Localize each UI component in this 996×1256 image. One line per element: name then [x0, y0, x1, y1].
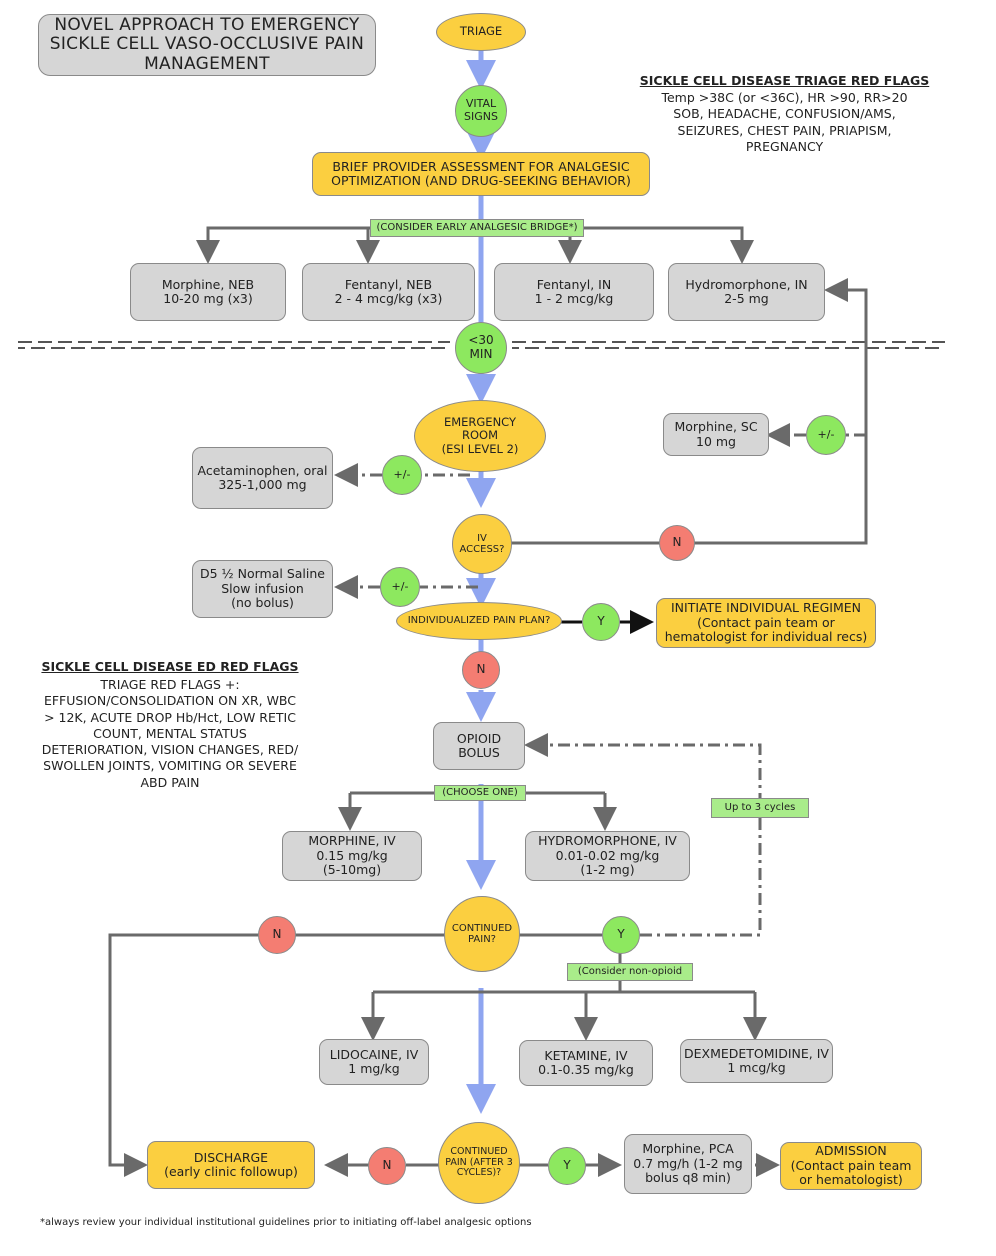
ed-flags-text: TRIAGE RED FLAGS +: EFFUSION/CONSOLIDATI… [41, 677, 299, 790]
acetaminophen-node: Acetaminophen, oral 325-1,000 mg [192, 447, 333, 509]
continued-pain-node: CONTINUED PAIN? [444, 896, 520, 972]
continued-pain-no: N [258, 916, 296, 954]
up-to-3-cycles-label: Up to 3 cycles [711, 798, 809, 818]
ed-flags-heading: SICKLE CELL DISEASE ED RED FLAGS [41, 659, 299, 674]
morphine-sc-node: Morphine, SC 10 mg [663, 413, 769, 456]
triage-flags-heading: SICKLE CELL DISEASE TRIAGE RED FLAGS [639, 73, 930, 88]
vital-signs-node: VITAL SIGNS [455, 85, 507, 137]
initiate-regimen-node: INITIATE INDIVIDUAL REGIMEN (Contact pai… [656, 598, 876, 648]
emergency-room-node: EMERGENCY ROOM (ESI LEVEL 2) [414, 400, 546, 472]
lidocaine-node: LIDOCAINE, IV 1 mg/kg [319, 1039, 429, 1085]
ipp-no: N [462, 651, 500, 689]
early-bridge-label: (CONSIDER EARLY ANALGESIC BRIDGE*) [370, 219, 584, 237]
connector-cycles-loop [524, 733, 762, 937]
dexmedetomidine-node: DEXMEDETOMIDINE, IV 1 mcg/kg [680, 1039, 833, 1083]
brief-assessment-node: BRIEF PROVIDER ASSESSMENT FOR ANALGESIC … [312, 152, 650, 196]
d5-saline-node: D5 ½ Normal Saline Slow infusion (no bol… [192, 560, 333, 618]
admission-node: ADMISSION (Contact pain team or hematolo… [780, 1142, 922, 1190]
continued-pain-3-yes: Y [548, 1147, 586, 1185]
opioid-bolus-node: OPIOID BOLUS [433, 722, 525, 770]
fentanyl-in-node: Fentanyl, IN 1 - 2 mcg/kg [494, 263, 654, 321]
individualized-pain-plan-node: INDIVIDUALIZED PAIN PLAN? [396, 602, 562, 640]
morphine-pca-node: Morphine, PCA 0.7 mg/h (1-2 mg bolus q8 … [624, 1134, 752, 1194]
triage-flags-text: Temp >38C (or <36C), HR >90, RR>20 SOB, … [661, 90, 908, 154]
morphine-iv-node: MORPHINE, IV 0.15 mg/kg (5-10mg) [282, 831, 422, 881]
morphine-neb-node: Morphine, NEB 10-20 mg (x3) [130, 263, 286, 321]
diagram-title: NOVEL APPROACH TO EMERGENCY SICKLE CELL … [38, 14, 376, 76]
triage-node: TRIAGE [436, 13, 526, 51]
ketamine-node: KETAMINE, IV 0.1-0.35 mg/kg [519, 1040, 653, 1086]
continued-pain-3-node: CONTINUED PAIN (AFTER 3 CYCLES)? [438, 1122, 520, 1204]
continued-pain-3-no: N [368, 1147, 406, 1185]
hydromorphone-in-node: Hydromorphone, IN 2-5 mg [668, 263, 825, 321]
plus-minus-sc: +/- [806, 415, 846, 455]
iv-access-node: IV ACCESS? [452, 514, 512, 574]
hydromorphone-iv-node: HYDROMORPHONE, IV 0.01-0.02 mg/kg (1-2 m… [525, 831, 690, 881]
choose-one-label: (CHOOSE ONE) [434, 785, 526, 801]
plus-minus-d5: +/- [380, 567, 420, 607]
plus-minus-acet: +/- [382, 455, 422, 495]
iv-access-no: N [659, 525, 695, 561]
footnote: *always review your individual instituti… [40, 1217, 532, 1228]
fentanyl-neb-node: Fentanyl, NEB 2 - 4 mcg/kg (x3) [302, 263, 475, 321]
ipp-yes: Y [582, 603, 620, 641]
continued-pain-yes: Y [602, 916, 640, 954]
consider-non-opioid-label: (Consider non-opioid [567, 963, 693, 981]
lt30-min-node: <30 MIN [455, 322, 507, 374]
discharge-node: DISCHARGE (early clinic followup) [147, 1141, 315, 1189]
